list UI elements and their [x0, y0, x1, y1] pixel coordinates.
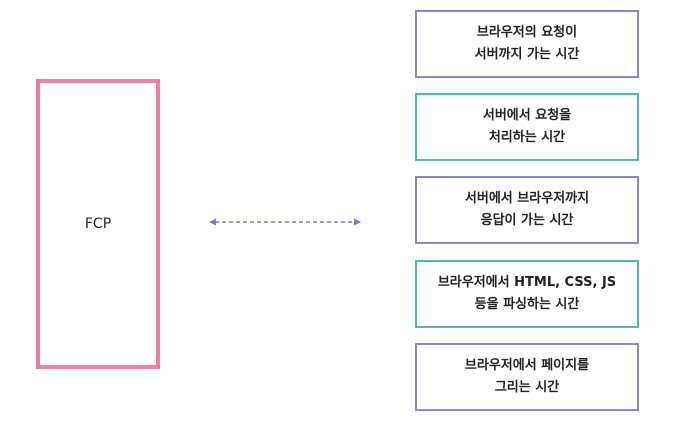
- fcp-box: FCP: [36, 79, 160, 369]
- step-response-to-browser: 서버에서 브라우저까지 응답이 가는 시간: [415, 176, 639, 244]
- step-line-1: 서버에서 브라우저까지: [464, 191, 590, 206]
- step-painting: 브라우저에서 페이지를 그리는 시간: [415, 343, 639, 411]
- arrow-head-left-icon: [209, 218, 216, 226]
- step-line-1: 브라우저에서 HTML, CSS, JS: [437, 275, 617, 290]
- step-line-2: 응답이 가는 시간: [480, 213, 574, 228]
- dashed-double-arrow: [209, 218, 361, 226]
- arrow-head-right-icon: [354, 218, 361, 226]
- step-line-1: 서버에서 요청을: [482, 108, 572, 123]
- step-line-2: 등을 파싱하는 시간: [474, 297, 580, 312]
- step-request-to-server: 브라우저의 요청이 서버까지 가는 시간: [415, 10, 639, 78]
- fcp-label: FCP: [84, 216, 112, 232]
- step-line-1: 브라우저의 요청이: [476, 25, 578, 40]
- step-line-2: 그리는 시간: [494, 380, 560, 395]
- step-line-2: 처리하는 시간: [488, 130, 566, 145]
- step-line-1: 브라우저에서 페이지를: [464, 358, 590, 373]
- step-line-2: 서버까지 가는 시간: [474, 47, 580, 62]
- step-server-processing: 서버에서 요청을 처리하는 시간: [415, 93, 639, 161]
- step-parsing: 브라우저에서 HTML, CSS, JS 등을 파싱하는 시간: [415, 260, 639, 328]
